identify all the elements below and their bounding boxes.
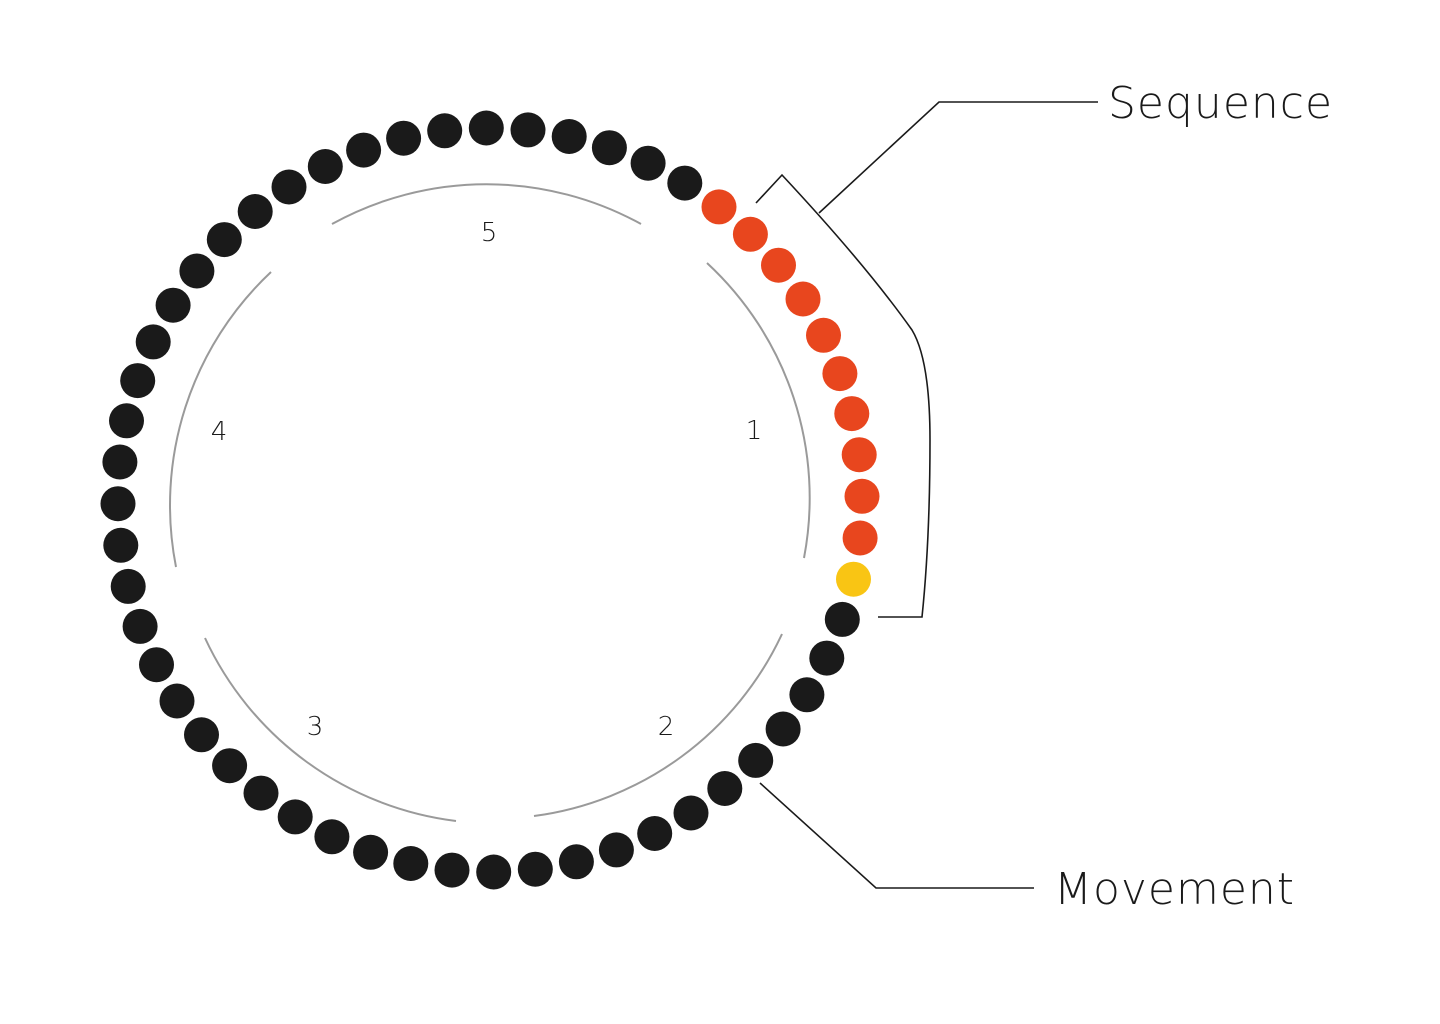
sequence-dot	[842, 520, 878, 556]
ring-dot	[109, 403, 144, 439]
ring-dot	[630, 145, 666, 181]
ring-dot	[386, 120, 422, 156]
outer-dot-ring	[100, 110, 880, 890]
ring-dot	[353, 834, 389, 870]
ring-dot	[707, 771, 743, 806]
ring-dot	[591, 130, 627, 166]
ring-dot	[551, 119, 587, 154]
segment-number-3: 3	[307, 712, 324, 742]
ring-dot	[155, 287, 191, 323]
sequence-dot	[732, 216, 768, 252]
ring-dot	[738, 742, 774, 778]
ring-dot	[434, 852, 470, 888]
segment-number-2: 2	[658, 712, 675, 742]
sequence-dot	[844, 478, 880, 514]
inner-arc-segment-5	[331, 183, 642, 225]
ring-dot	[307, 149, 343, 184]
movement-dot	[836, 561, 871, 597]
sequence-label: Sequence	[1108, 78, 1333, 129]
sequence-callout: Sequence	[755, 78, 1333, 618]
ring-dot	[765, 711, 801, 747]
ring-dot	[100, 486, 136, 522]
ring-dot	[673, 795, 709, 831]
ring-dot	[393, 846, 429, 881]
ring-dot	[667, 165, 703, 201]
sequence-dot	[785, 281, 821, 317]
ring-dot	[824, 601, 860, 637]
segment-number-5: 5	[481, 218, 498, 248]
ring-dot	[243, 775, 279, 811]
ring-dot	[103, 527, 139, 563]
ring-dot	[427, 113, 463, 149]
inner-arc-segment-2	[533, 633, 783, 817]
ring-dot	[159, 683, 195, 719]
ring-dot	[135, 324, 171, 360]
ring-dot	[346, 132, 382, 168]
ring-dot	[277, 799, 313, 835]
ring-dot	[468, 110, 504, 146]
ring-dot	[179, 253, 215, 289]
ring-dot	[237, 194, 273, 229]
ring-dot	[184, 717, 219, 753]
segment-number-4: 4	[211, 417, 228, 447]
sequence-dot	[841, 437, 877, 473]
inner-arc-segment-1	[706, 262, 811, 559]
ring-dot	[139, 647, 174, 683]
sequence-dot	[806, 317, 841, 353]
ring-dot	[314, 819, 350, 855]
sequence-dot	[761, 247, 796, 283]
ring-dot	[598, 832, 634, 868]
inner-arc-segment-4	[169, 271, 272, 568]
ring-dot	[476, 854, 512, 890]
ring-dot	[102, 444, 138, 480]
movement-leader-line	[759, 782, 1034, 889]
sequence-leader-line	[818, 101, 1098, 214]
segment-numbers: 1 2 3 4 5	[211, 218, 763, 742]
sequence-bracket	[755, 173, 931, 618]
segment-number-1: 1	[746, 416, 763, 446]
movement-label: Movement	[1054, 864, 1295, 915]
inner-arc-segment-3	[204, 637, 457, 822]
ring-dot	[120, 363, 156, 399]
ring-dot	[110, 568, 146, 604]
ring-dot	[206, 222, 242, 258]
ring-dot	[637, 816, 673, 851]
movement-callout: Movement	[759, 782, 1295, 915]
ring-dot	[122, 608, 158, 644]
sequence-dot	[701, 189, 737, 225]
ring-dot	[809, 640, 845, 676]
ring-dot	[510, 112, 546, 148]
sequence-dot	[834, 396, 870, 432]
sequence-dot	[822, 356, 858, 392]
ring-dot	[789, 677, 825, 713]
ring-dot	[212, 748, 248, 784]
inner-segment-ring	[169, 183, 811, 822]
ring-dot	[558, 844, 594, 880]
ring-dot	[517, 851, 553, 887]
ring-dot	[271, 169, 307, 205]
